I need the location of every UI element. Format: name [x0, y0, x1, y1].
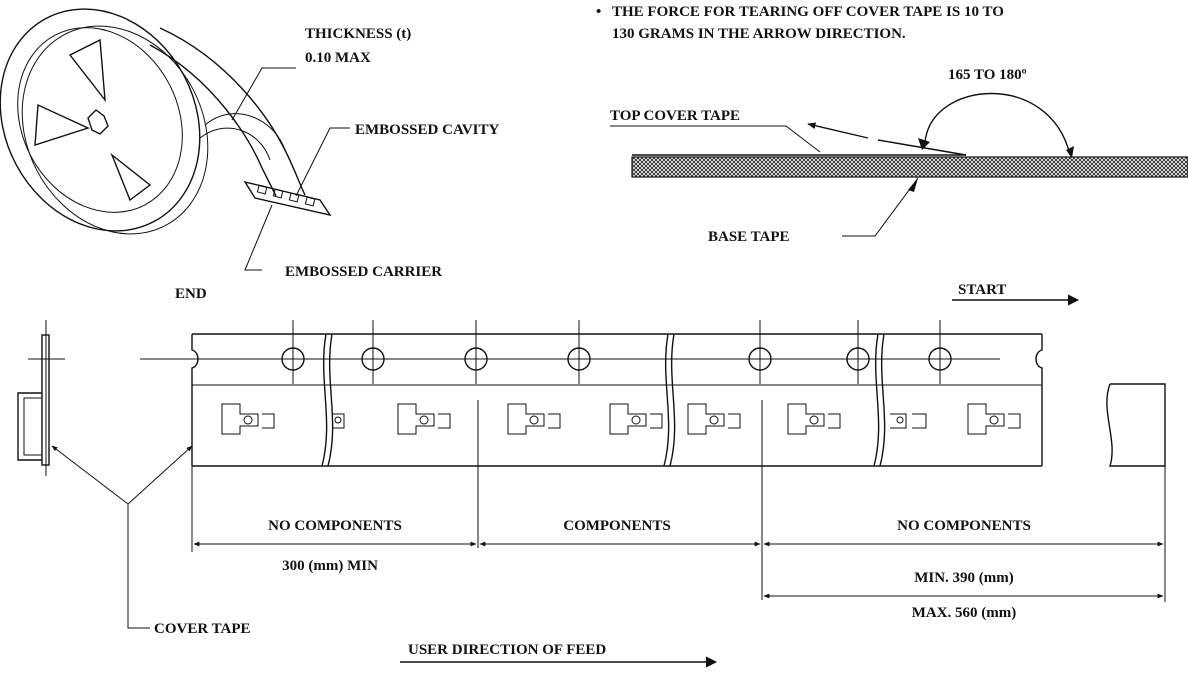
reel-inner-rim	[17, 27, 183, 213]
start-label: START	[958, 282, 1006, 298]
thickness-leader	[231, 67, 296, 121]
dimension-lines	[191, 466, 1166, 602]
peel-force-drawing	[610, 92, 1188, 237]
cover-tape-label: COVER TAPE	[154, 621, 251, 637]
thickness-label: THICKNESS (t)	[305, 26, 411, 42]
reel-outer-flange	[0, 8, 201, 232]
components-label: COMPONENTS	[563, 518, 671, 534]
tape-leader-piece	[1106, 383, 1166, 467]
tape-outer-edge	[159, 27, 306, 196]
end-label: END	[175, 286, 207, 302]
embossed-cavity-label: EMBOSSED CAVITY	[355, 122, 500, 138]
no-components-left-label: NO COMPONENTS	[268, 518, 402, 534]
embossed-carrier-segment	[243, 180, 332, 217]
min-390-label: MIN. 390 (mm)	[914, 570, 1014, 586]
feed-direction-label: USER DIRECTION OF FEED	[408, 642, 606, 658]
base-tape-label: BASE TAPE	[708, 229, 790, 245]
cover-tape-leaders	[51, 445, 193, 629]
reel-hub	[87, 109, 109, 135]
cavity-leader	[295, 127, 350, 197]
peel-angle-arc	[924, 92, 1071, 156]
angle-label: 165 TO 180º	[948, 67, 1027, 83]
tape-end-view	[17, 320, 65, 476]
base-tape-leader	[842, 177, 919, 237]
reel-window-1	[68, 38, 106, 103]
tape-loop	[204, 113, 286, 151]
reel-back-flange	[21, 25, 209, 235]
tape-inner-edge	[149, 44, 277, 197]
base-tape-hatched	[631, 156, 1188, 178]
arc-arrowhead-left	[918, 138, 930, 150]
note-line-2: 130 GRAMS IN THE ARROW DIRECTION.	[612, 26, 906, 42]
carrier-tape-strip	[140, 320, 1166, 600]
top-cover-tape-label: TOP COVER TAPE	[610, 108, 740, 124]
min-300-label: 300 (mm) MIN	[282, 558, 378, 574]
embossed-carrier-label: EMBOSSED CARRIER	[285, 264, 442, 280]
reel-window-2	[34, 103, 90, 146]
carrier-leader	[244, 204, 273, 271]
component-pockets	[221, 403, 1021, 435]
note-line-1: THE FORCE FOR TEARING OFF COVER TAPE IS …	[612, 4, 1004, 20]
top-cover-tape-leader	[610, 125, 821, 153]
tape-loop-inner	[199, 127, 271, 161]
max-560-label: MAX. 560 (mm)	[912, 605, 1017, 621]
no-components-right-label: NO COMPONENTS	[897, 518, 1031, 534]
arc-arrowhead-right	[1066, 146, 1074, 158]
thickness-value: 0.10 MAX	[305, 50, 371, 66]
reel-window-3	[110, 152, 152, 202]
note-bullet: •	[596, 4, 601, 20]
peel-direction-arrow	[807, 122, 869, 139]
sprocket-holes	[281, 320, 952, 384]
reel-drawing	[0, 8, 350, 271]
